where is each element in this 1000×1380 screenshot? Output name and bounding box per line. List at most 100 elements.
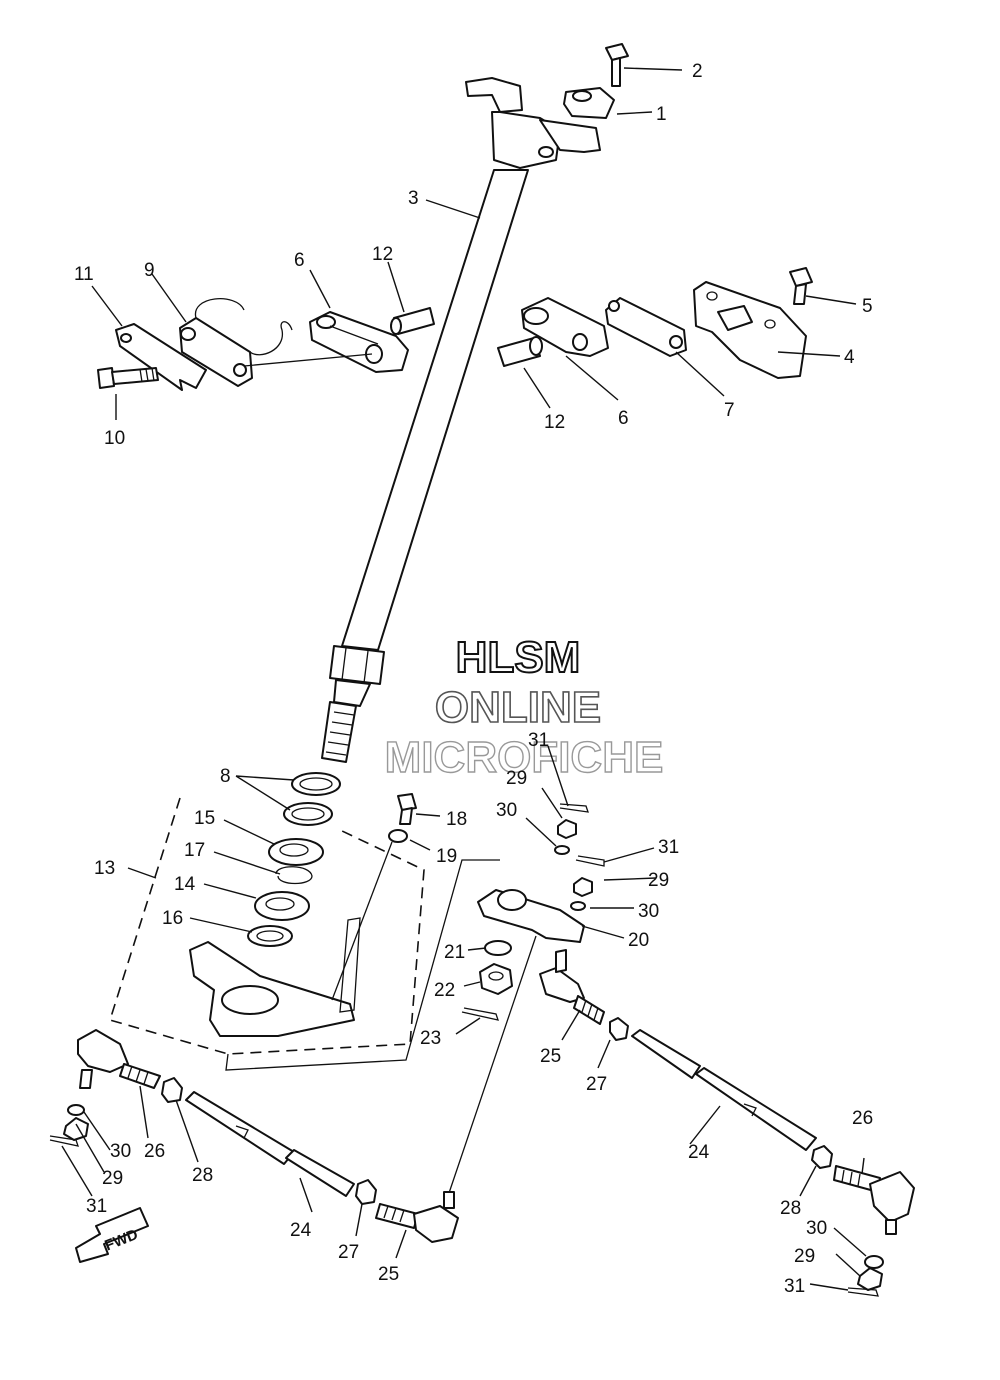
callout-18: 18: [446, 809, 467, 830]
callout-7: 7: [724, 400, 735, 421]
relay-arm-20: [477, 889, 585, 943]
callout-31-a: 31: [528, 730, 549, 751]
callout-29-right: 29: [794, 1246, 815, 1267]
leader-lines: [61, 67, 867, 1291]
callout-labels: 1 2 3 4 5 6 6 7 8 9 10 11 12 12 13 14 15…: [74, 61, 873, 1297]
watermark-line-2: ONLINE: [435, 683, 601, 732]
group-13-boundary: [108, 797, 425, 1055]
nut-29-b: [573, 877, 593, 897]
cotter-31-left: [49, 1135, 79, 1147]
bolt-alignment-line: [243, 353, 373, 367]
callout-22: 22: [434, 980, 455, 1001]
bracket-6-right: [521, 297, 609, 357]
callout-31-b: 31: [658, 837, 679, 858]
bracket-6-left: [309, 311, 409, 373]
callout-30-b: 30: [638, 901, 659, 922]
nut-22: [479, 963, 513, 995]
callout-26-right: 26: [852, 1108, 873, 1129]
callout-25-right: 25: [540, 1046, 561, 1067]
callout-20: 20: [628, 930, 649, 951]
nut-27-right: [609, 1017, 629, 1041]
relay-axis: [447, 935, 537, 1197]
callout-28-right: 28: [780, 1198, 801, 1219]
tie-rod-24-right: [631, 1029, 817, 1151]
tie-rod-24-left: [185, 1091, 355, 1197]
bolt-10: [97, 367, 159, 389]
lock-plate-11: [115, 323, 207, 391]
group-13-pointer: [225, 859, 500, 1071]
watermark-line-1: HLSM: [456, 633, 581, 682]
callout-12-right: 12: [544, 412, 565, 433]
nut-28-right: [811, 1145, 833, 1169]
tie-rod-end-25-left: [375, 1191, 459, 1243]
washer-30-a: [554, 845, 570, 855]
callout-24-right: 24: [688, 1142, 710, 1163]
seal-8-lower: [283, 802, 333, 826]
collar-12-left: [390, 307, 435, 335]
nut-29-left: [63, 1117, 89, 1141]
callout-25-left: 25: [378, 1264, 399, 1285]
nut-29-right: [857, 1267, 883, 1291]
callout-29-left: 29: [102, 1168, 123, 1189]
collar-12-right: [497, 336, 543, 367]
washer-19: [388, 829, 408, 843]
callout-10: 10: [104, 428, 125, 449]
callout-29-a: 29: [506, 768, 527, 789]
callout-1: 1: [656, 104, 667, 125]
tie-rod-end-26-right: [833, 1165, 915, 1235]
washer-30-b: [570, 901, 586, 911]
washer-30-right: [864, 1255, 884, 1269]
callout-12-left: 12: [372, 244, 393, 265]
callout-27-left: 27: [338, 1242, 359, 1263]
callout-15: 15: [194, 808, 215, 829]
washer-30-left: [67, 1104, 85, 1116]
cotter-31-right: [847, 1287, 879, 1297]
oil-seal-16: [247, 925, 293, 947]
callout-30-a: 30: [496, 800, 517, 821]
cotter-pin-23: [461, 1007, 499, 1021]
plate-9: [179, 317, 253, 387]
seal-8-upper: [291, 772, 341, 796]
callout-3: 3: [408, 188, 419, 209]
callout-5: 5: [862, 296, 873, 317]
callout-21: 21: [444, 942, 465, 963]
callout-19: 19: [436, 846, 457, 867]
callout-27-right: 27: [586, 1074, 607, 1095]
bolt-2: [605, 43, 629, 87]
callout-6-left: 6: [294, 250, 305, 271]
washer-21: [484, 940, 512, 956]
callout-31-right: 31: [784, 1276, 805, 1297]
callout-24-left: 24: [290, 1220, 312, 1241]
callout-6-right: 6: [618, 408, 629, 429]
callout-17: 17: [184, 840, 205, 861]
nut-28-left: [161, 1077, 183, 1103]
callout-14: 14: [174, 874, 196, 895]
callout-16: 16: [162, 908, 183, 929]
callout-29-b: 29: [648, 870, 669, 891]
watermark-line-3: MICROFICHE: [385, 733, 664, 782]
cotter-31-a: [559, 803, 589, 813]
bolt-18: [397, 793, 417, 825]
callout-13: 13: [94, 858, 115, 879]
callout-30-left: 30: [110, 1141, 131, 1162]
callout-26-left: 26: [144, 1141, 165, 1162]
watermark: HLSM ONLINE MICROFICHE: [384, 632, 664, 783]
collar-15: [268, 838, 324, 866]
callout-28-left: 28: [192, 1165, 213, 1186]
lower-arm-housing: [189, 917, 361, 1037]
steering-column-shaft: [321, 77, 601, 763]
callout-11: 11: [74, 264, 94, 285]
bolt-18-axis: [331, 841, 393, 1001]
callout-4: 4: [844, 347, 855, 368]
cotter-31-b: [575, 855, 605, 867]
tie-rod-end-25-right: [539, 949, 605, 1025]
nut-29-a: [557, 819, 577, 839]
bolt-5: [789, 267, 813, 305]
bracket-4: [693, 281, 807, 379]
callout-8: 8: [220, 766, 231, 787]
nut-27-left: [355, 1179, 377, 1205]
column-clamp-1: [563, 87, 615, 119]
circlip-17: [275, 866, 313, 885]
callout-31-left: 31: [86, 1196, 107, 1217]
